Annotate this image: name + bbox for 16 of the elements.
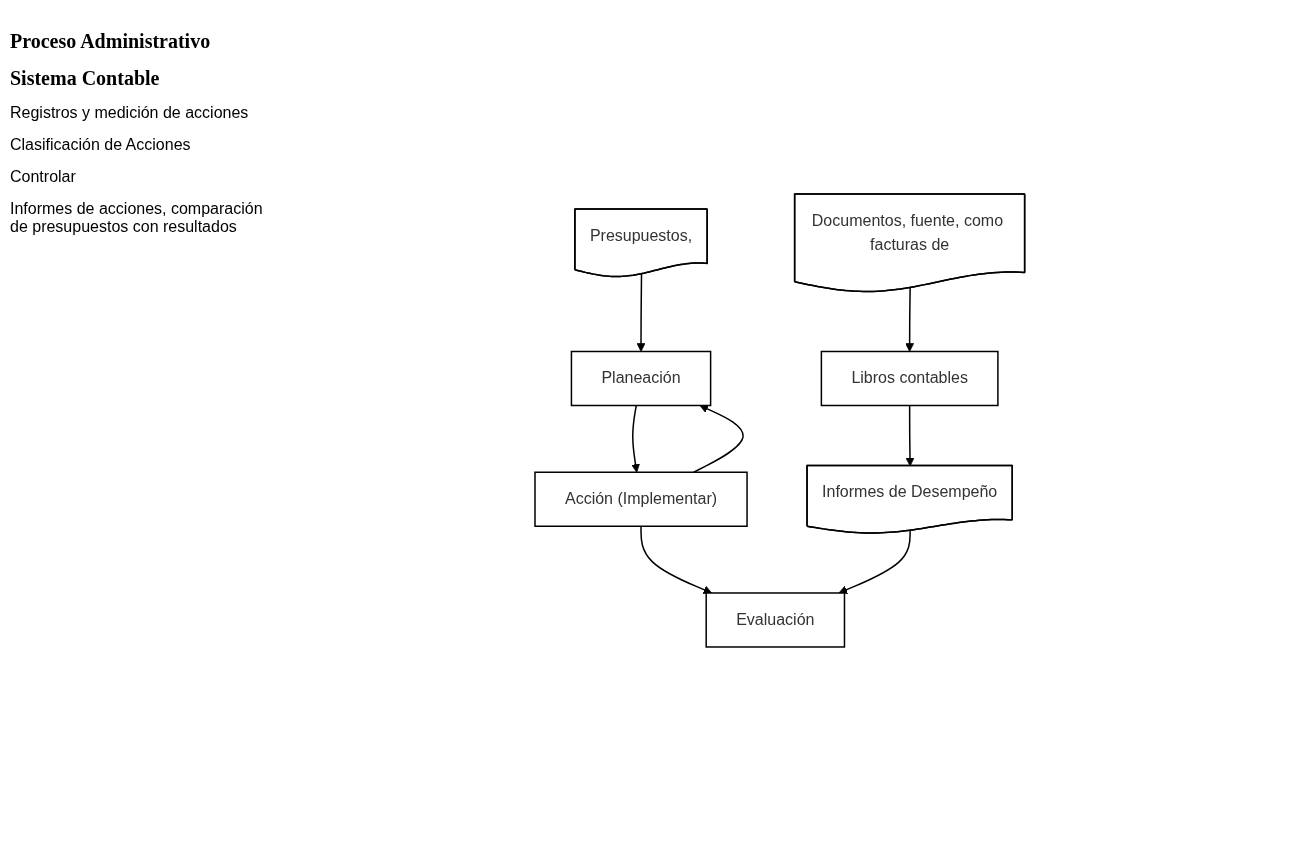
side-note: Clasificación de Acciones [10, 136, 192, 154]
arrow [904, 287, 914, 352]
arrow [630, 404, 640, 473]
arrow [639, 525, 712, 594]
node-box: Libros contables [820, 350, 999, 407]
arrow [838, 529, 911, 594]
node-box: Acción (Implementar) [533, 471, 748, 527]
side-note: Registros y medición de acciones [10, 104, 250, 122]
side-note: Informes de acciones, comparación de presupuestos con resultados [10, 200, 264, 236]
node-box: Evaluación [705, 592, 845, 648]
arrow [692, 404, 744, 473]
side-note: Controlar [10, 168, 77, 186]
column-heading: Sistema Contable [10, 67, 161, 90]
node-box: Planeación [570, 350, 712, 407]
arrow [636, 273, 646, 352]
column-heading: Proceso Administrativo [10, 30, 212, 53]
